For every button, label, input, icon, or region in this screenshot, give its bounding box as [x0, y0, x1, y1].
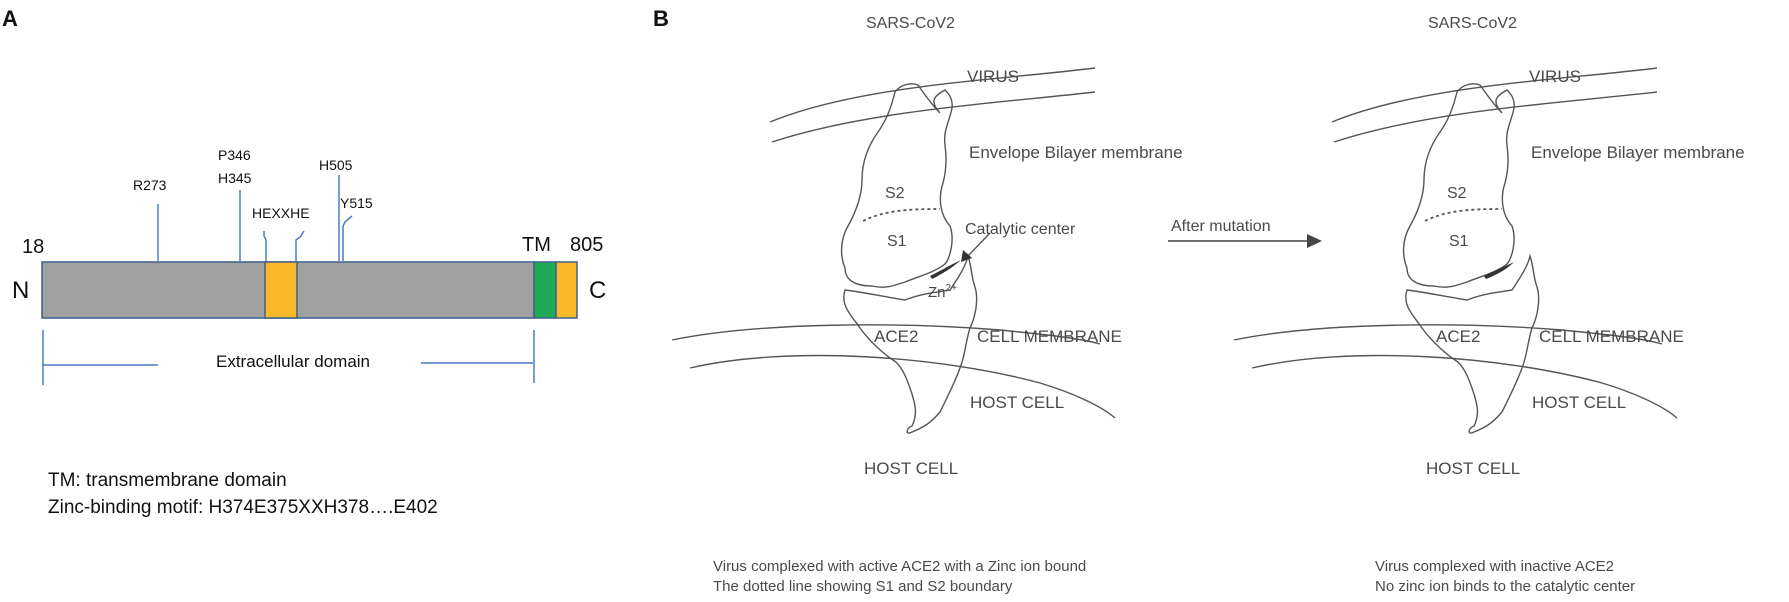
hexxhe-right-guide-line — [295, 230, 305, 261]
s1-label: S1 — [1449, 233, 1469, 250]
cell-membrane-label: CELL MEMBRANE — [1539, 327, 1684, 346]
cell-membrane-upper — [671, 324, 1101, 345]
complex-active: SARS-CoV2 VIRUS Envelope Bilayer membran… — [671, 15, 1183, 595]
ace2-label: ACE2 — [874, 327, 918, 346]
complex-inactive-drawing — [1233, 67, 1678, 434]
y515-label: Y515 — [340, 195, 373, 211]
ace2-label: ACE2 — [1436, 327, 1480, 346]
s1-s2-boundary — [862, 208, 941, 222]
panel-b-label: B — [653, 6, 669, 31]
p346-label: P346 — [218, 147, 251, 163]
n-terminus-label: N — [12, 277, 29, 304]
envelope-outer-curve — [1331, 67, 1658, 123]
r273-label: R273 — [133, 177, 167, 193]
host-cell-bottom-label: HOST CELL — [864, 459, 958, 478]
envelope-inner-curve — [771, 91, 1096, 143]
virus-label: VIRUS — [967, 67, 1019, 86]
zinc-symbol: Zn — [928, 284, 946, 301]
start-residue-label: 18 — [22, 236, 44, 258]
complex-active-caption-1: Virus complexed with active ACE2 with a … — [713, 558, 1086, 575]
empty-catalytic-site-mark — [1484, 262, 1514, 279]
spike-protein-outline — [1402, 83, 1515, 288]
envelope-label: Envelope Bilayer membrane — [1531, 143, 1745, 162]
tm-label: TM — [522, 234, 551, 256]
complex-active-caption-2: The dotted line showing S1 and S2 bounda… — [713, 578, 1013, 595]
host-cell-side-label: HOST CELL — [970, 393, 1064, 412]
cell-membrane-label: CELL MEMBRANE — [977, 327, 1122, 346]
virus-label: VIRUS — [1529, 67, 1581, 86]
host-cell-bottom-label: HOST CELL — [1426, 459, 1520, 478]
extracellular-domain-label: Extracellular domain — [216, 352, 370, 371]
host-cell-side-label: HOST CELL — [1532, 393, 1626, 412]
catalytic-pointer-arrowhead — [961, 250, 972, 262]
catalytic-center-label: Catalytic center — [965, 221, 1076, 238]
transmembrane-segment — [533, 261, 557, 319]
s1-label: S1 — [887, 233, 907, 250]
catalytic-pointer-line — [967, 232, 991, 257]
cell-membrane-lower — [1251, 354, 1678, 419]
h345-label: H345 — [218, 170, 252, 186]
spike-protein-outline — [840, 83, 953, 288]
hexxhe-left-guide-line — [263, 231, 267, 261]
cell-membrane-lower — [689, 354, 1116, 419]
envelope-inner-curve — [1333, 91, 1658, 143]
complex-inactive-caption-2: No zinc ion binds to the catalytic cente… — [1375, 578, 1635, 595]
c-terminus-label: C — [589, 277, 606, 304]
panel-a-label: A — [2, 6, 18, 31]
end-residue-label: 805 — [570, 234, 603, 256]
cell-membrane-upper — [1233, 324, 1663, 345]
complex-inactive: SARS-CoV2 VIRUS Envelope Bilayer membran… — [1233, 15, 1745, 595]
legend-tm: TM: transmembrane domain — [48, 470, 287, 491]
panel-a: A N C 18 805 TM R273 P346 H345 H — [2, 6, 606, 518]
catalytic-center-mark — [930, 260, 961, 279]
cytoplasmic-tail — [555, 261, 578, 319]
zinc-binding-motif — [264, 261, 298, 319]
ace2-outline — [1405, 253, 1540, 434]
y515-guide-line — [342, 215, 353, 261]
envelope-outer-curve — [769, 67, 1096, 123]
hexxhe-label: HEXXHE — [252, 205, 310, 221]
envelope-label: Envelope Bilayer membrane — [969, 143, 1183, 162]
mutation-arrow-label: After mutation — [1171, 218, 1271, 235]
zinc-charge: 2+ — [946, 283, 958, 294]
complex-inactive-title: SARS-CoV2 — [1428, 15, 1517, 32]
complex-inactive-caption-1: Virus complexed with inactive ACE2 — [1375, 558, 1614, 575]
zinc-ion-label: Zn2+ — [928, 283, 957, 301]
legend-zinc-motif: Zinc-binding motif: H374E375XXH378….E402 — [48, 497, 438, 518]
complex-active-title: SARS-CoV2 — [866, 15, 955, 32]
h505-label: H505 — [319, 157, 353, 173]
mutation-arrow-head — [1307, 234, 1322, 248]
mutation-arrow: After mutation — [1168, 218, 1322, 248]
complex-active-drawing — [671, 67, 1116, 434]
ace2-outline — [843, 253, 978, 434]
s2-label: S2 — [1447, 185, 1467, 202]
residue-guide-lines — [42, 175, 535, 385]
s2-label: S2 — [885, 185, 905, 202]
s1-s2-boundary — [1424, 208, 1503, 222]
ace2-protein-bar — [41, 261, 578, 319]
